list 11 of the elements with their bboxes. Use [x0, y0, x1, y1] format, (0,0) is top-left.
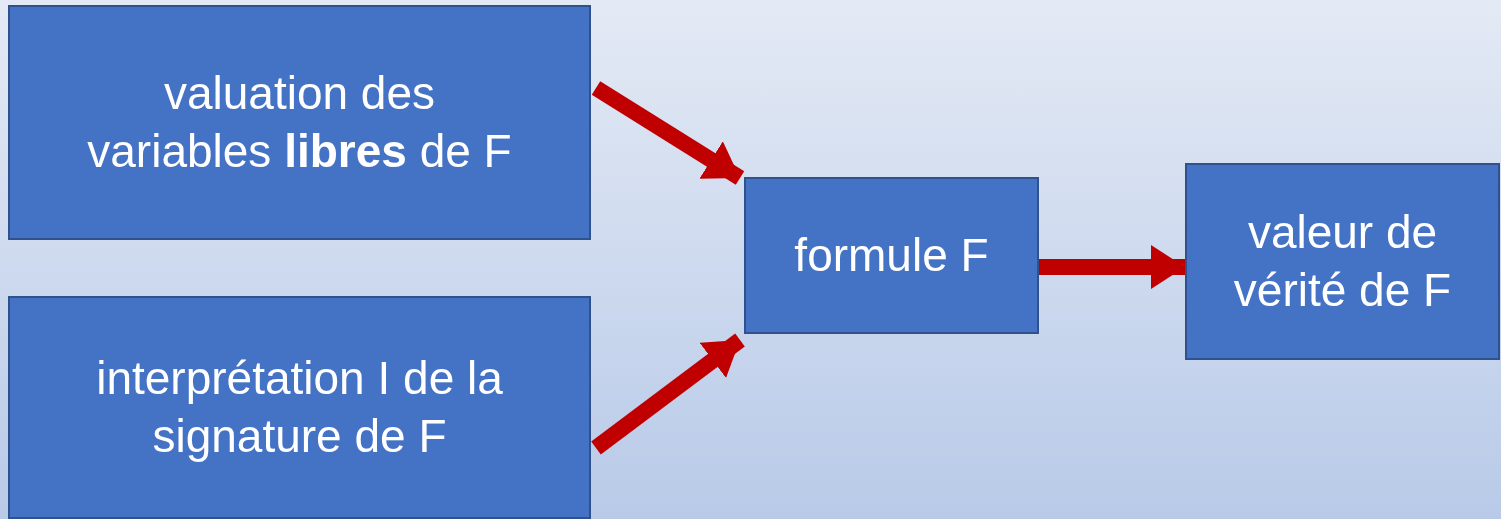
process-box	[1185, 163, 1500, 360]
process-box	[8, 296, 591, 519]
arrow	[591, 81, 745, 185]
arrow	[591, 333, 745, 455]
box-label: formule F	[794, 227, 989, 283]
arrow	[1039, 245, 1185, 289]
box-label: valeur de vérité de F	[1232, 205, 1453, 318]
process-box	[744, 177, 1039, 334]
box-label: interprétation I de la signature de F	[95, 351, 504, 464]
box-label: valuation des variables libres de F	[86, 66, 513, 179]
process-box	[8, 5, 591, 240]
